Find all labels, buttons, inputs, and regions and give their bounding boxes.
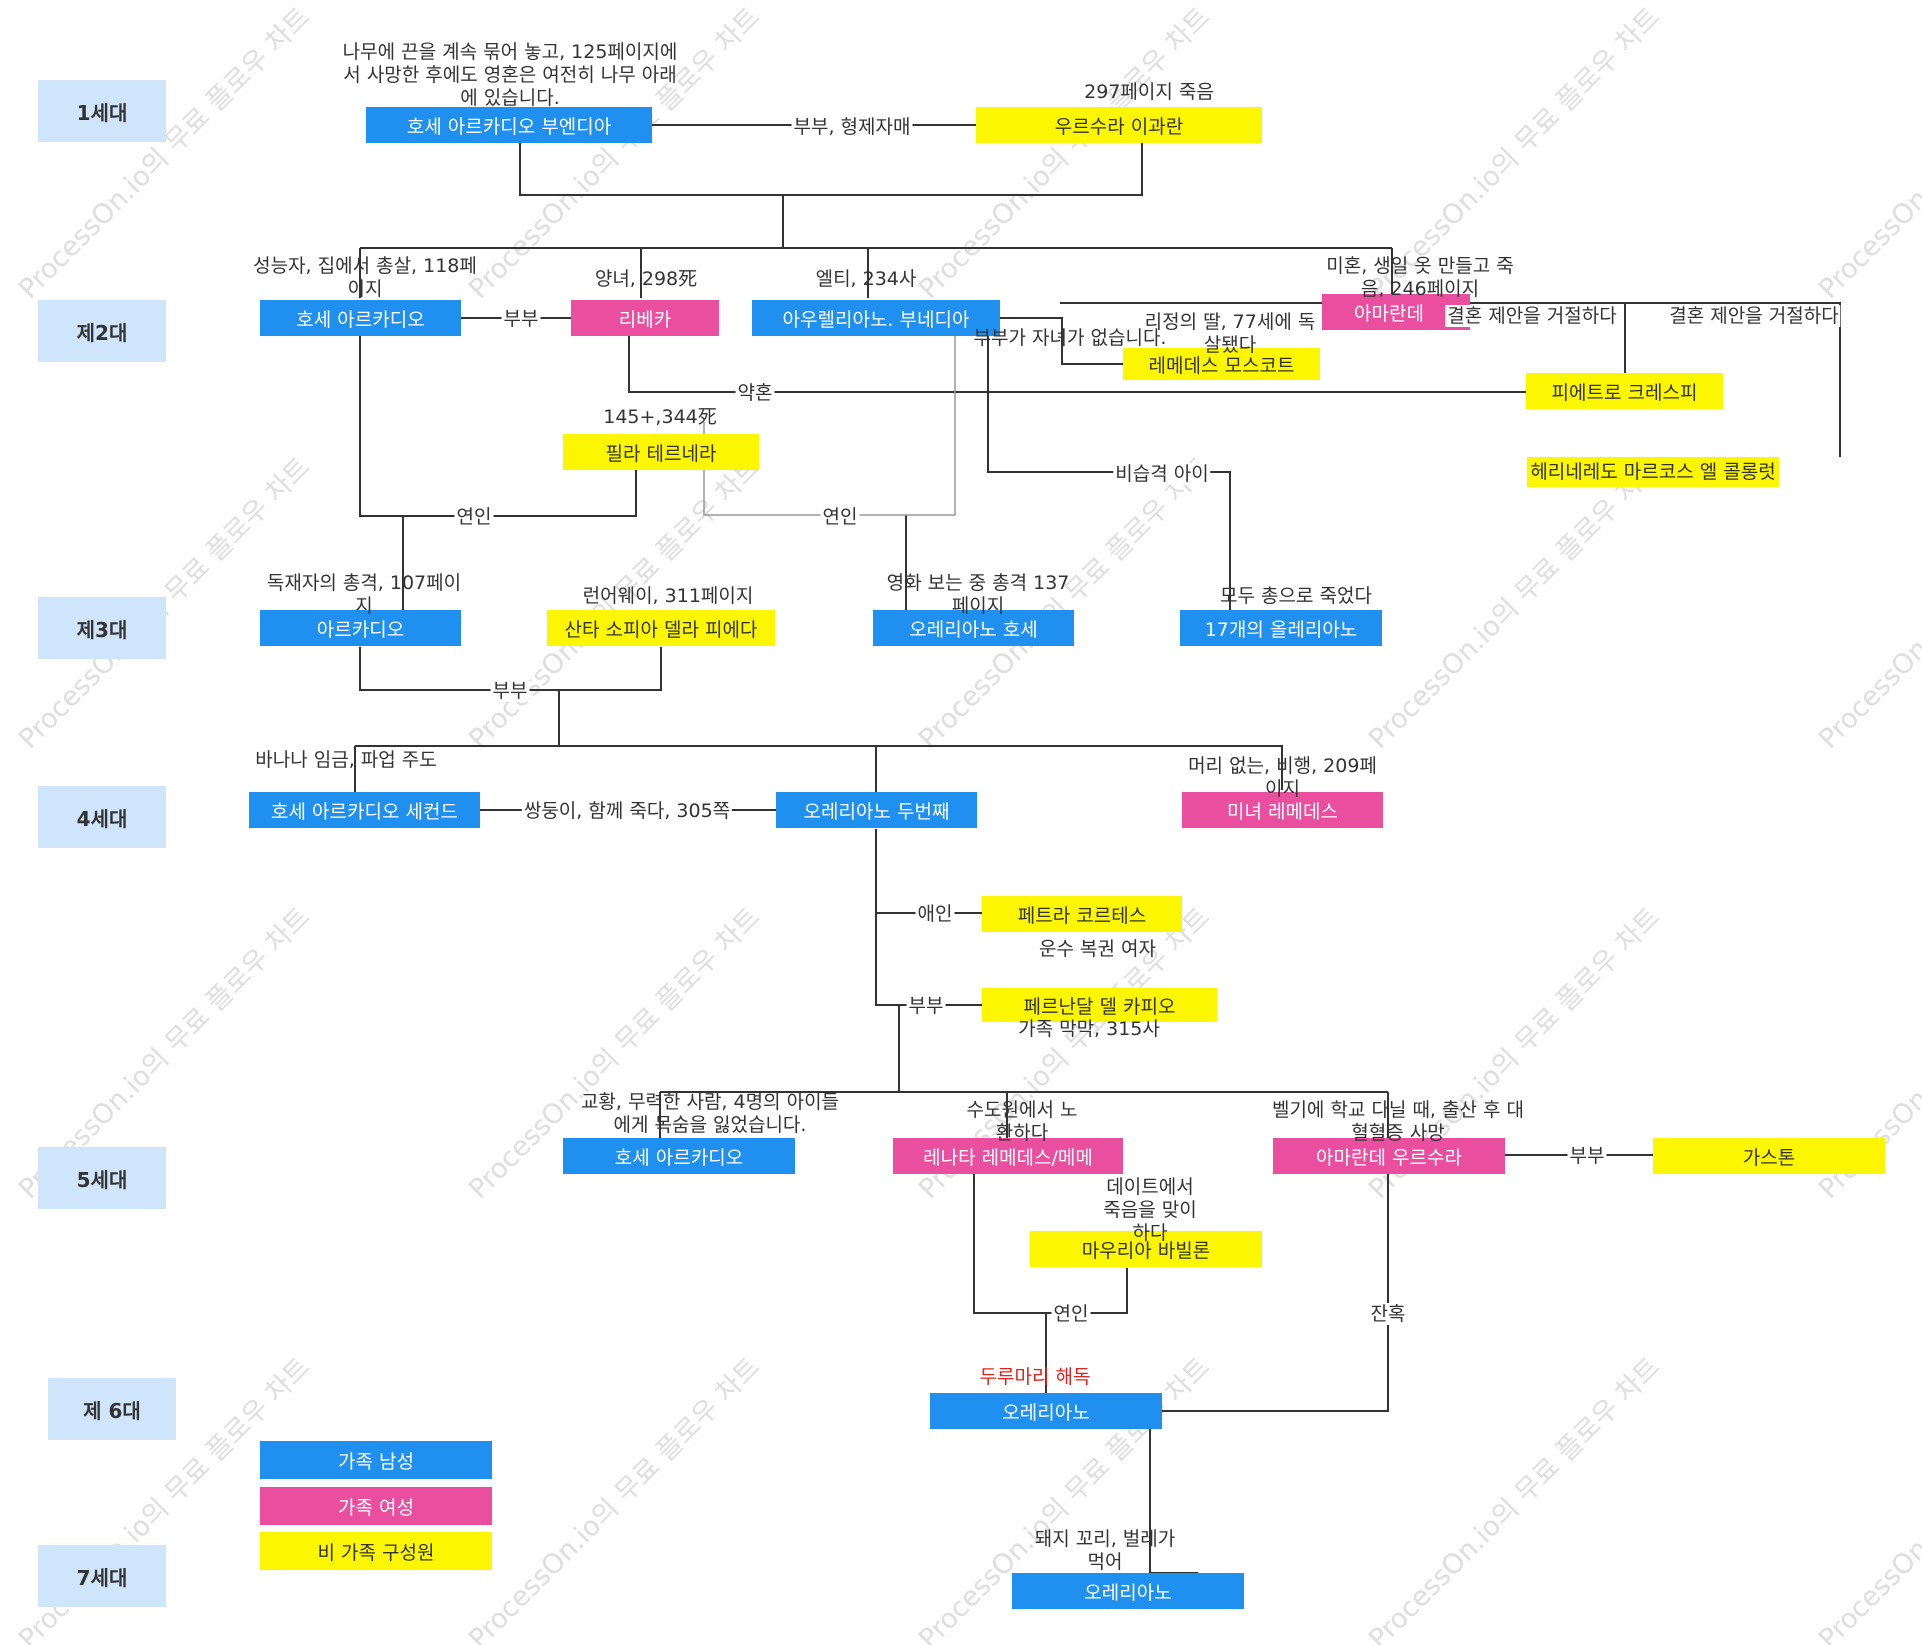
- edge-label-refused-1: 결혼 제안을 거절하다: [1445, 305, 1619, 327]
- note-jose-arcadio-gen5: 교황, 무력한 사람, 4명의 아이들에게 목숨을 잃었습니다.: [580, 1091, 840, 1136]
- node-amaranta-ursula[interactable]: 아마란데 우르수라: [1273, 1138, 1505, 1174]
- generation-label-4: 4세대: [38, 786, 166, 848]
- watermark-text: ProcessOn.io의 무료 플로우 차트: [1813, 1352, 1922, 1645]
- note-amaranta: 미혼, 생일 옷 만들고 죽음, 246페이지: [1326, 255, 1514, 300]
- node-petra-cotes[interactable]: 페트라 코르테스: [982, 896, 1182, 932]
- node-jose-arcadio-buendia[interactable]: 호세 아르카디오 부엔디아: [366, 107, 652, 143]
- edge-label-incest: 잔혹: [1368, 1303, 1408, 1325]
- node-mauricio-babilonia[interactable]: 마우리아 바빌론: [1030, 1231, 1262, 1267]
- note-meme: 수도원에서 노환하다: [966, 1099, 1078, 1144]
- node-jose-arcadio-gen5[interactable]: 호세 아르카디오: [563, 1138, 795, 1174]
- node-seventeen-aurelianos[interactable]: 17개의 올레리아노: [1180, 610, 1382, 646]
- note-petra-cotes: 운수 복권 여자: [1039, 938, 1156, 960]
- note-seventeen-aurelianos: 모두 총으로 죽었다: [1220, 585, 1372, 607]
- legend-non-family: 비 가족 구성원: [260, 1532, 492, 1570]
- node-fernanda-del-carpio[interactable]: 페르난달 델 카피오: [982, 988, 1217, 1022]
- edge-label-illegitimate: 비습격 아이: [1113, 463, 1211, 485]
- node-remedios-moscote[interactable]: 레메데스 모스코트: [1123, 348, 1320, 380]
- edge-label-refused-2: 결혼 제안을 거절하다: [1667, 305, 1841, 327]
- edge-label-no-children: 부부가 자녀가 없습니다.: [973, 327, 1167, 349]
- note-mauricio: 데이트에서 죽음을 맞이하다: [1103, 1176, 1197, 1244]
- note-arcadio: 독재자의 총격, 107페이지: [266, 572, 462, 617]
- node-jose-arcadio-gen2[interactable]: 호세 아르카디오: [260, 300, 461, 336]
- note-jose-arcadio-segundo: 바나나 임금, 파업 주도: [255, 749, 437, 771]
- note-aureliano-jose: 영화 보는 중 총격 137페이지: [886, 572, 1070, 617]
- note-ursula: 297페이지 죽음: [1084, 81, 1214, 103]
- generation-label-1: 1세대: [38, 80, 166, 142]
- generation-label-7: 7세대: [38, 1545, 166, 1607]
- note-pilar-ternera: 145+,344死: [603, 406, 717, 428]
- generation-label-6: 제 6대: [48, 1378, 176, 1440]
- note-jose-arcadio-buendia: 나무에 끈을 계속 묶어 놓고, 125페이지에서 사망한 후에도 영혼은 여전…: [342, 41, 678, 109]
- legend-family-male: 가족 남성: [260, 1441, 492, 1479]
- node-santa-sofia[interactable]: 산타 소피아 델라 피에다: [547, 610, 775, 646]
- edge-label-couple-gen3: 부부: [490, 680, 530, 702]
- note-remedios-the-beauty: 머리 없는, 비행, 209페이지: [1188, 755, 1377, 800]
- note-remedios-moscote: 리정의 딸, 77세에 독살됐다: [1144, 311, 1316, 356]
- note-santa-sofia: 런어웨이, 311페이지: [582, 585, 754, 607]
- edge-label-couple-siblings: 부부, 형제자매: [791, 116, 913, 138]
- edge-label-engagement: 약혼: [735, 382, 775, 404]
- watermark-text: ProcessOn.io의 무료 플로우 차트: [463, 1352, 766, 1645]
- watermark-text: ProcessOn.io의 무료 플로우 차트: [1363, 452, 1666, 755]
- node-gaston[interactable]: 가스톤: [1653, 1138, 1885, 1174]
- node-remedios-the-beauty[interactable]: 미녀 레메데스: [1182, 792, 1383, 828]
- generation-label-5: 5세대: [38, 1147, 166, 1209]
- edge-label-couple-gen2: 부부: [501, 308, 541, 330]
- edge-label-lover-2: 연인: [820, 506, 860, 528]
- watermark-text: ProcessOn.io의 무료 플로우 차트: [913, 2, 1216, 305]
- edge-label-lover-3: 연인: [1051, 1303, 1091, 1325]
- node-aureliano-babilonia[interactable]: 오레리아노: [930, 1393, 1162, 1429]
- node-pilar-ternera[interactable]: 필라 테르네라: [563, 434, 759, 470]
- watermark-text: ProcessOn.io의 무료 플로우 차트: [1813, 2, 1922, 305]
- node-arcadio[interactable]: 아르카디오: [260, 610, 461, 646]
- node-aureliano-segundo[interactable]: 오레리아노 두번째: [776, 792, 977, 828]
- generation-label-3: 제3대: [38, 597, 166, 659]
- watermark-text: ProcessOn.io의 무료 플로우 차트: [1813, 452, 1922, 755]
- note-aureliano-buendia: 엘티, 234사: [815, 268, 917, 290]
- edge-label-twins: 쌍둥이, 함께 죽다, 305쪽: [521, 800, 733, 822]
- node-ursula-iguaran[interactable]: 우르수라 이과란: [976, 107, 1262, 143]
- node-jose-arcadio-segundo[interactable]: 호세 아르카디오 세컨드: [249, 792, 480, 828]
- node-aureliano-pig-tail[interactable]: 오레리아노: [1012, 1573, 1244, 1609]
- note-aureliano-babilonia: 두루마리 해독: [979, 1366, 1091, 1388]
- generation-label-2: 제2대: [38, 300, 166, 362]
- note-amaranta-ursula: 벨기에 학교 다닐 때, 출산 후 대혈혈증 사망: [1271, 1099, 1525, 1144]
- note-aureliano-pig-tail: 돼지 꼬리, 벌레가 먹어: [1034, 1528, 1176, 1573]
- edge-label-couple-gen4: 부부: [906, 995, 946, 1017]
- node-rebeca[interactable]: 리베카: [571, 300, 719, 336]
- node-aureliano-jose[interactable]: 오레리아노 호세: [873, 610, 1074, 646]
- note-rebeca: 양녀, 298死: [594, 268, 698, 290]
- note-fernanda: 가족 막막, 315사: [1018, 1018, 1160, 1040]
- node-pietro-crespi[interactable]: 피에트로 크레스피: [1526, 373, 1723, 409]
- node-aureliano-buendia[interactable]: 아우렐리아노. 부네디아: [752, 300, 1000, 336]
- note-jose-arcadio-gen2: 성능자, 집에서 총살, 118페이지: [253, 255, 477, 300]
- node-meme[interactable]: 레나타 레메데스/메메: [893, 1138, 1123, 1174]
- edge-label-mistress: 애인: [915, 903, 955, 925]
- watermark-text: ProcessOn.io의 무료 플로우 차트: [1363, 1352, 1666, 1645]
- edge-label-couple-gen5: 부부: [1567, 1145, 1607, 1167]
- node-gerineldo-marquez[interactable]: 헤리네레도 마르코스 엘 콜롱럿: [1527, 457, 1779, 487]
- edge-label-lover-1: 연인: [454, 506, 494, 528]
- legend-family-female: 가족 여성: [260, 1487, 492, 1525]
